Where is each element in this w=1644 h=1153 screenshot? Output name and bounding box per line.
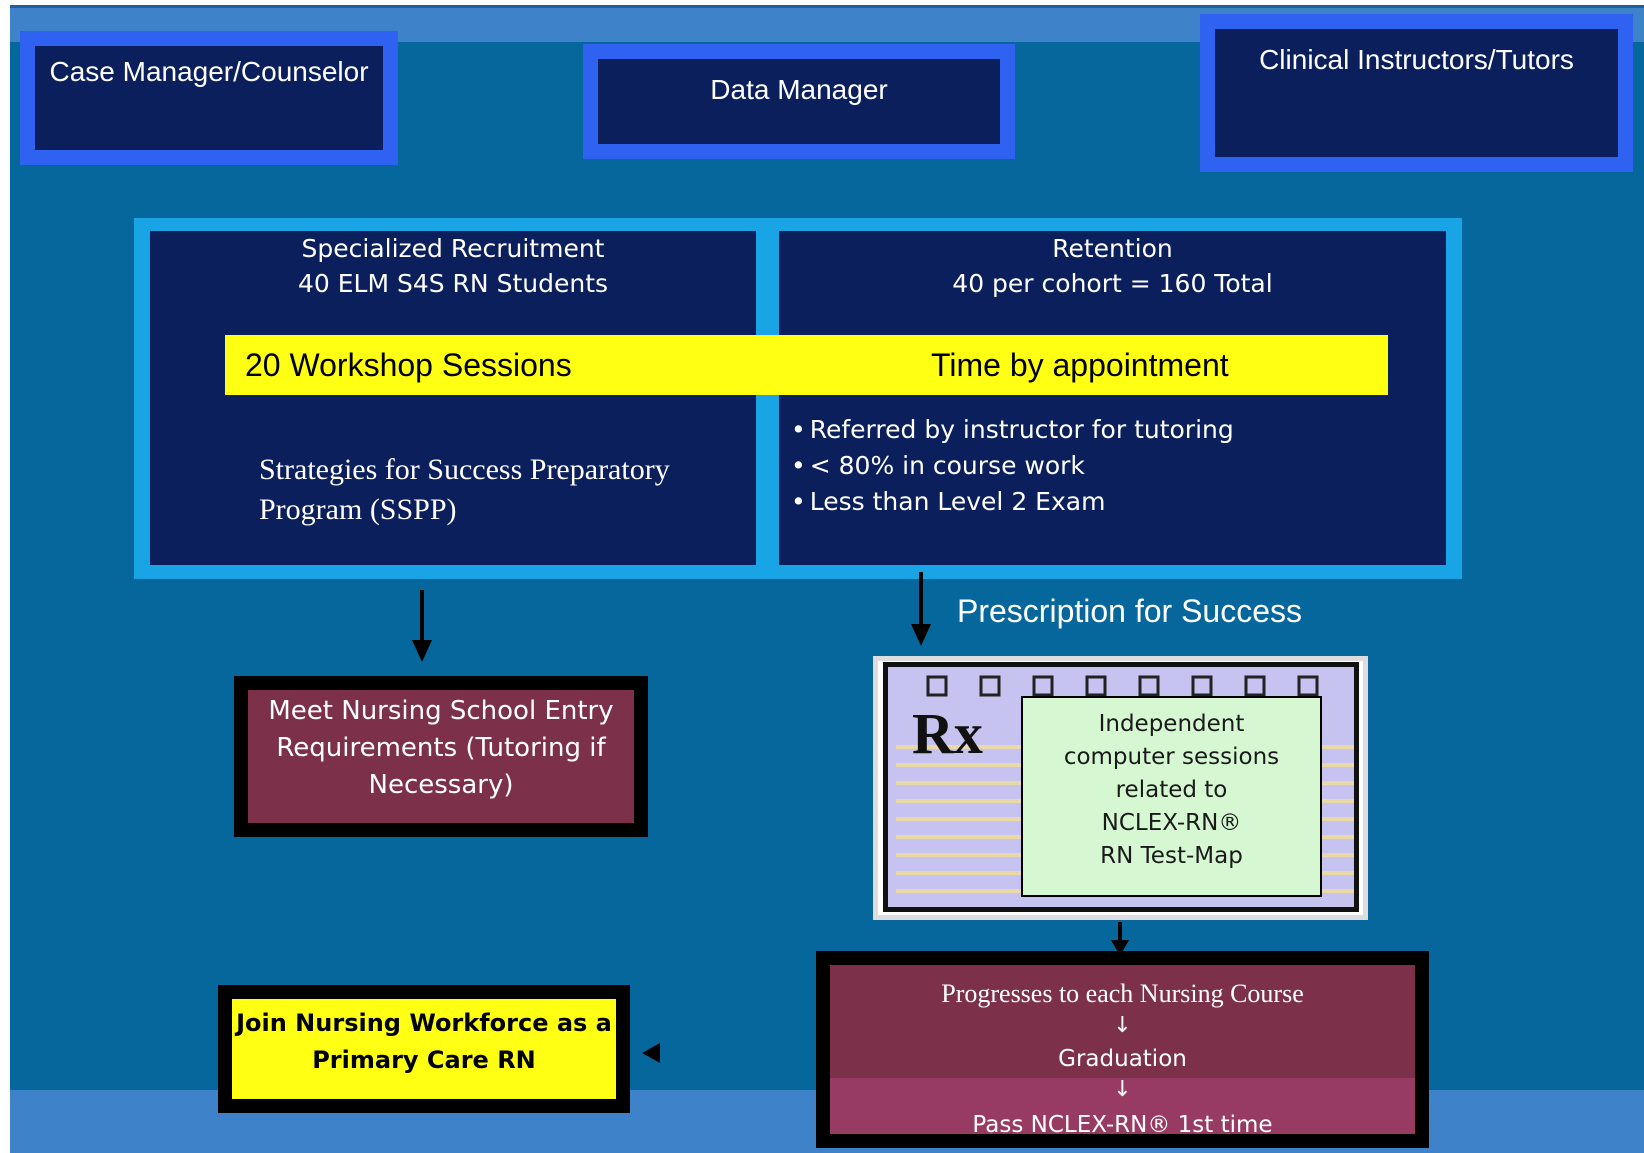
rx-symbol: Rx (912, 701, 983, 766)
pad-ring-icon (926, 675, 948, 697)
rx-line: computer sessions (1063, 744, 1280, 770)
role-clinical-instructors-label: Clinical Instructors/Tutors (1259, 44, 1574, 75)
top-border-line (10, 5, 1644, 8)
pad-ring-icon (1191, 675, 1213, 697)
arrow-head-icon (911, 624, 931, 646)
pad-ring-icon (1085, 675, 1107, 697)
pad-ring-icon (979, 675, 1001, 697)
entry-requirements-box: Meet Nursing School Entry Requirements (… (234, 676, 648, 837)
role-data-manager-label: Data Manager (710, 74, 888, 105)
pad-ring-icon (1032, 675, 1054, 697)
outcomes-lower-band (830, 1078, 1415, 1134)
arrow-to-workforce-icon (642, 1043, 660, 1063)
role-case-manager: Case Manager/Counselor (20, 31, 398, 165)
retention-title: Retention (1052, 234, 1173, 263)
criteria-item: Less than Level 2 Exam (791, 484, 1391, 520)
time-by-appointment-label: Time by appointment (931, 347, 1229, 383)
retention-subtitle: 40 per cohort = 160 Total (952, 269, 1273, 298)
recruitment-panel: Specialized Recruitment 40 ELM S4S RN St… (150, 231, 756, 565)
pad-ring-icon (1297, 675, 1319, 697)
rx-line: related to (1115, 777, 1228, 803)
role-case-manager-label: Case Manager/Counselor (49, 56, 369, 87)
down-arrow-icon: ↓ (1113, 1013, 1132, 1038)
rx-line: RN Test-Map (1100, 843, 1243, 869)
progress-course-label: Progresses to each Nursing Course (941, 979, 1304, 1008)
pad-rings (926, 675, 1319, 697)
graduation-label: Graduation (1058, 1046, 1187, 1072)
workforce-box: Join Nursing Workforce as a Primary Care… (218, 985, 630, 1113)
recruitment-title: Specialized Recruitment (301, 234, 605, 263)
pass-nclex-label: Pass NCLEX-RN® 1st time (972, 1112, 1273, 1138)
outcomes-box: Progresses to each Nursing Course ↓ Grad… (816, 951, 1429, 1148)
tutoring-criteria-list: Referred by instructor for tutoring < 80… (791, 412, 1391, 520)
recruitment-title-block: Specialized Recruitment 40 ELM S4S RN St… (150, 231, 756, 301)
criteria-item: < 80% in course work (791, 448, 1391, 484)
down-arrow-icon: ↓ (1113, 1077, 1132, 1102)
pad-ring-icon (1138, 675, 1160, 697)
rx-line: NCLEX-RN® (1101, 810, 1242, 836)
arrow-head-icon (412, 640, 432, 662)
criteria-item: Referred by instructor for tutoring (791, 412, 1391, 448)
role-data-manager: Data Manager (583, 44, 1015, 159)
role-clinical-instructors: Clinical Instructors/Tutors (1200, 14, 1633, 172)
rx-note: Independent computer sessions related to… (1021, 696, 1322, 897)
schedule-bar: 20 Workshop Sessions Time by appointment (225, 335, 1388, 395)
prescription-for-success-label: Prescription for Success (957, 593, 1303, 629)
arrow-head-icon (1111, 940, 1129, 956)
recruitment-subtitle: 40 ELM S4S RN Students (297, 269, 609, 298)
pad-ring-icon (1244, 675, 1266, 697)
workshop-sessions-label: 20 Workshop Sessions (245, 347, 572, 383)
rx-line: Independent (1098, 711, 1245, 737)
retention-title-block: Retention 40 per cohort = 160 Total (779, 231, 1446, 301)
sspp-program-label: Strategies for Success Preparatory Progr… (259, 453, 670, 526)
